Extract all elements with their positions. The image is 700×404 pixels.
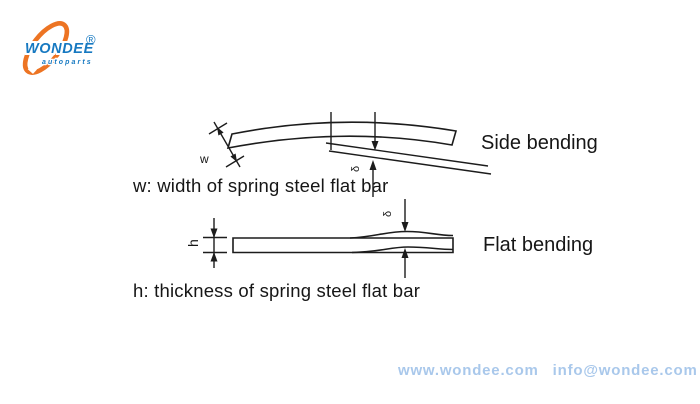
flat-bending-label: Flat bending — [483, 234, 594, 256]
flat-up-arrow-icon — [401, 248, 409, 258]
logo-graphic: WONDEE ® autoparts — [22, 21, 96, 75]
logo-brand-text: WONDEE — [25, 41, 95, 57]
email-watermark: info@wondee.com — [552, 362, 698, 379]
side-bending-label: Side bending — [481, 132, 598, 154]
flat-bending-diagram: h δ — [185, 199, 454, 278]
w-tick-upper — [208, 122, 228, 135]
side-bending-bar — [226, 121, 458, 150]
w-arrow-down-icon — [230, 153, 237, 162]
h-arrow-up-icon — [210, 252, 218, 262]
logo-subtitle: autoparts — [42, 59, 93, 66]
down-arrow-icon — [371, 141, 379, 151]
w-tick-lower — [225, 155, 245, 168]
website-watermark: www.wondee.com — [398, 362, 539, 379]
watermark: www.wondee.com info@wondee.com — [398, 362, 698, 379]
logo-swoosh-gap — [27, 64, 37, 74]
bent-top-edge — [349, 230, 454, 239]
side-deflection-symbol: δ — [350, 166, 362, 172]
w-dimension-line — [213, 121, 241, 168]
w-arrow-up-icon — [217, 127, 224, 136]
flat-bar-outline — [232, 237, 454, 254]
w-dimension-label: w — [199, 152, 209, 166]
h-dimension-label: h — [185, 239, 201, 247]
chord-line-upper — [325, 142, 489, 167]
logo-registered-mark: ® — [86, 32, 96, 47]
width-caption: w: width of spring steel flat bar — [133, 175, 389, 196]
flat-down-arrow-icon — [401, 222, 409, 232]
up-arrow-icon — [369, 160, 377, 170]
bent-bottom-edge — [351, 246, 454, 254]
logo-swoosh-icon — [22, 21, 70, 75]
thickness-caption: h: thickness of spring steel flat bar — [133, 280, 421, 301]
chord-line-lower — [328, 150, 492, 175]
logo: WONDEE ® autoparts — [10, 4, 126, 92]
h-arrow-down-icon — [210, 228, 218, 238]
flat-deflection-symbol: δ — [382, 211, 394, 217]
